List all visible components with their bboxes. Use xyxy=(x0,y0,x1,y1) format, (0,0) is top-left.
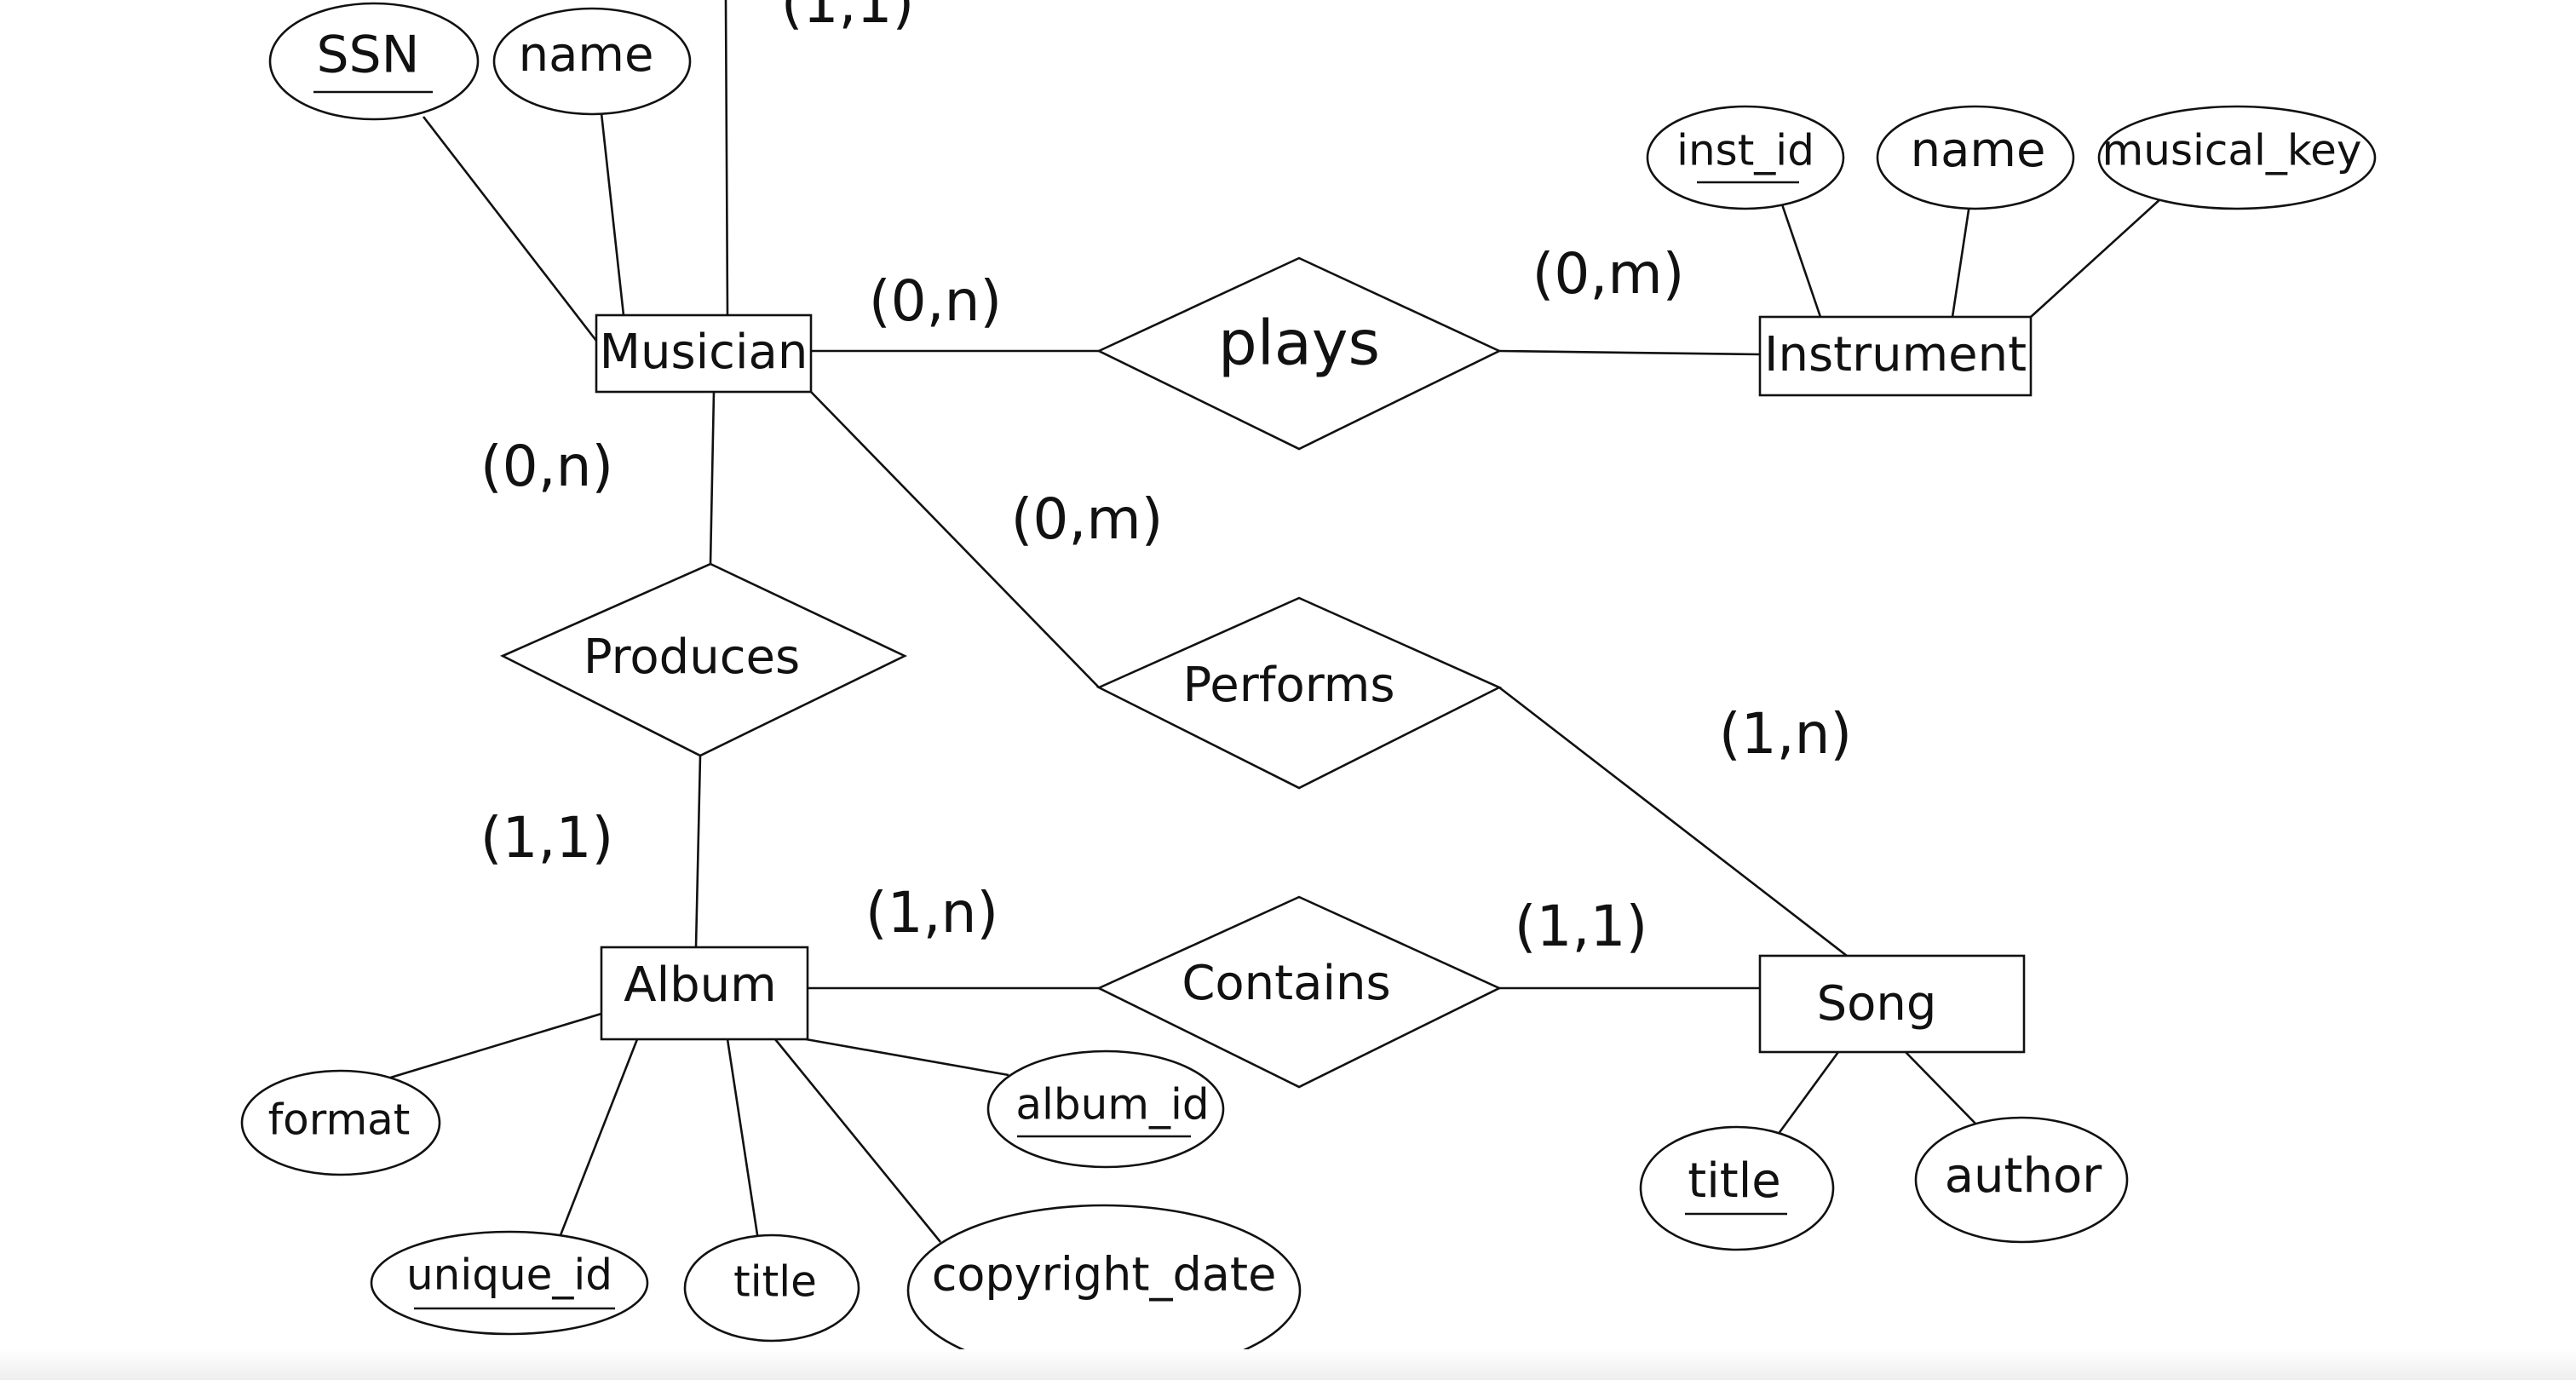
cardinality-album-produces: (1,1) xyxy=(480,805,613,871)
attribute-ssn-label: SSN xyxy=(316,26,419,85)
bottom-edge-shadow xyxy=(0,1349,2576,1380)
cardinality-song-performs: (1,n) xyxy=(1719,701,1852,767)
entity-instrument-label: Instrument xyxy=(1764,327,2027,382)
attribute-format: format xyxy=(240,1069,441,1176)
entity-album-label: Album xyxy=(624,957,776,1013)
attribute-ssn: SSN xyxy=(268,2,480,121)
relationship-produces: Produces xyxy=(499,562,908,757)
attribute-album-title-label: title xyxy=(733,1257,817,1307)
attribute-album-id-label: album_id xyxy=(1015,1080,1209,1130)
line-name2-instrument xyxy=(1951,204,1971,318)
attribute-author-label: author xyxy=(1945,1148,2103,1204)
line-musician-performs xyxy=(810,391,1100,688)
entity-album: Album xyxy=(600,946,809,1041)
entity-song: Song xyxy=(1758,954,2026,1054)
line-musicalkey-instrument xyxy=(2030,197,2163,318)
cardinality-song-contains: (1,1) xyxy=(1515,894,1647,959)
line-album-albumid xyxy=(805,1038,1009,1077)
line-album-title xyxy=(726,1038,760,1241)
entity-musician-label: Musician xyxy=(600,325,808,380)
cardinality-labels: (1,1) (0,n) (0,m) (0,n) (0,m) (1,n) (1,1… xyxy=(480,0,1852,959)
entity-song-label: Song xyxy=(1817,976,1937,1032)
cardinality-instrument-plays: (0,m) xyxy=(1532,241,1685,307)
attribute-song-title-label: title xyxy=(1688,1153,1780,1209)
entity-instrument: Instrument xyxy=(1758,315,2033,397)
line-song-title xyxy=(1776,1051,1840,1136)
attribute-inst-id: inst_id xyxy=(1646,105,1845,210)
line-album-format xyxy=(387,1012,602,1080)
line-instid-instrument xyxy=(1780,204,1822,318)
line-plays-instrument xyxy=(1498,349,1761,356)
line-musician-produces xyxy=(709,391,716,565)
attribute-format-label: format xyxy=(268,1095,411,1145)
attribute-author: author xyxy=(1914,1116,2129,1244)
attribute-instrument-name: name xyxy=(1876,105,2075,210)
line-produces-album xyxy=(694,755,702,948)
attribute-copyright-date-label: copyright_date xyxy=(932,1248,1277,1302)
attribute-copyright-date: copyright_date xyxy=(906,1204,1302,1377)
attribute-inst-id-label: inst_id xyxy=(1676,126,1814,175)
attribute-instrument-name-label: name xyxy=(1911,123,2046,178)
line-song-author xyxy=(1905,1051,1979,1127)
attribute-unique-id-label: unique_id xyxy=(406,1251,612,1300)
relationship-plays: plays xyxy=(1095,256,1503,451)
relationship-contains-label: Contains xyxy=(1182,956,1390,1011)
line-performs-song xyxy=(1498,686,1848,957)
attribute-musician-name: name xyxy=(492,7,692,116)
cardinality-musician-plays: (0,n) xyxy=(869,268,1002,334)
line-ssn-musician xyxy=(422,116,598,342)
cardinality-album-contains: (1,n) xyxy=(865,880,998,946)
attribute-album-id: album_id xyxy=(986,1049,1225,1169)
relationship-produces-label: Produces xyxy=(584,630,800,685)
connector-lines xyxy=(387,0,2163,1243)
attribute-unique-id: unique_id xyxy=(370,1230,649,1336)
attribute-musical-key-label: musical_key xyxy=(2102,126,2362,175)
attribute-song-title: title xyxy=(1639,1125,1835,1251)
cardinality-musician-performs: (0,m) xyxy=(1011,486,1164,552)
relationship-performs-label: Performs xyxy=(1183,658,1395,713)
line-top-musician xyxy=(724,0,729,316)
line-album-copyright xyxy=(773,1038,942,1243)
relationship-performs: Performs xyxy=(1095,596,1503,790)
cardinality-top-cut: (1,1) xyxy=(781,0,914,36)
attribute-musical-key: musical_key xyxy=(2097,105,2377,210)
entity-musician: Musician xyxy=(595,313,813,394)
line-name-musician xyxy=(600,112,625,316)
relationship-plays-label: plays xyxy=(1218,308,1380,379)
line-album-uniqueid xyxy=(559,1038,639,1236)
relationship-contains: Contains xyxy=(1095,895,1503,1089)
attribute-album-title: title xyxy=(683,1233,860,1343)
attribute-musician-name-label: name xyxy=(519,27,654,83)
cardinality-musician-produces: (0,n) xyxy=(480,434,613,499)
